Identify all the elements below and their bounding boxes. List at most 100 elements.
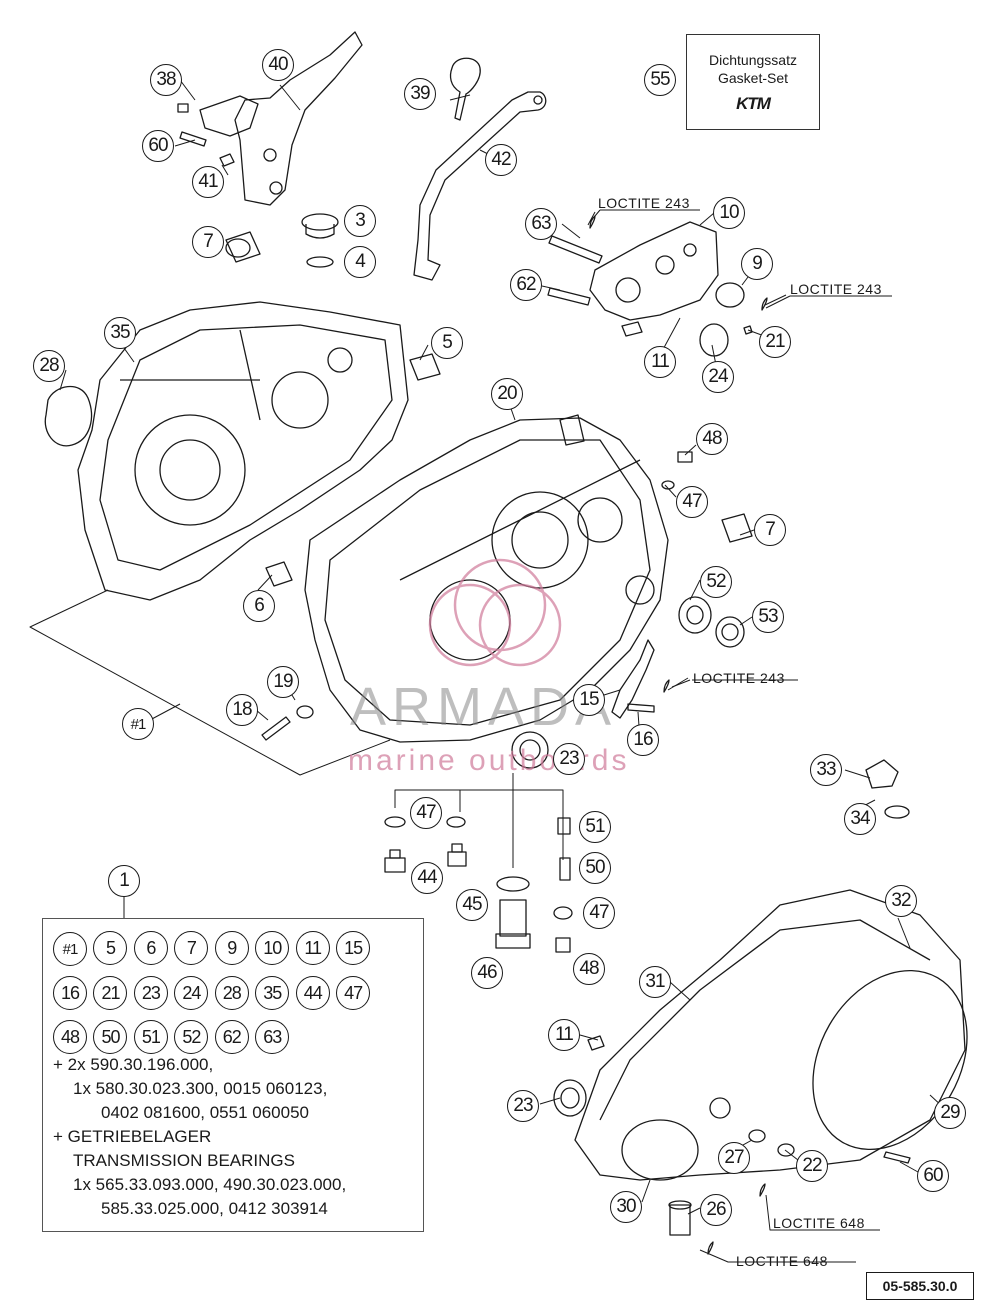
callout-34: 34 — [844, 803, 876, 835]
callout-42: 42 — [485, 144, 517, 176]
callout-29: 29 — [934, 1097, 966, 1129]
callout-26: 26 — [700, 1194, 732, 1226]
callout-6: 6 — [243, 590, 275, 622]
callout-55: 55 — [644, 64, 676, 96]
cable-tie-part — [449, 57, 481, 121]
callout-48-lower: 48 — [573, 953, 605, 985]
callout-44: 44 — [411, 862, 443, 894]
callout-23-lower: 23 — [507, 1090, 539, 1122]
callout-41: 41 — [192, 166, 224, 198]
callout-52: 52 — [700, 566, 732, 598]
callout-31: 31 — [639, 966, 671, 998]
callout-60-lower: 60 — [917, 1160, 949, 1192]
loctite-label: LOCTITE 243 — [693, 670, 785, 686]
kit-chip: 47 — [336, 976, 371, 1010]
callout-3: 3 — [344, 205, 376, 237]
callout-48-upper: 48 — [696, 423, 728, 455]
callout-11-lower: 11 — [548, 1019, 580, 1051]
callout-1: 1 — [108, 865, 140, 897]
callout-50: 50 — [579, 852, 611, 884]
callout-28: 28 — [33, 350, 65, 382]
watermark-subtitle: marine outboards — [348, 744, 630, 777]
callout-39: 39 — [404, 78, 436, 110]
chain-guide-part — [177, 31, 363, 206]
callout-38: 38 — [150, 64, 182, 96]
callout-47-left: 47 — [410, 797, 442, 829]
kit-chip: 24 — [174, 976, 209, 1010]
bushing-5-part — [409, 353, 441, 381]
kit-chip: 16 — [53, 976, 87, 1010]
callout-4: 4 — [344, 246, 376, 278]
kit-note: 0402 081600, 0551 060050 — [101, 1103, 309, 1122]
callout-22: 22 — [796, 1150, 828, 1182]
callout-63: 63 — [525, 208, 557, 240]
callout-10: 10 — [713, 197, 745, 229]
kit-chip: 15 — [336, 931, 371, 965]
guide-rail-part — [413, 91, 547, 281]
kit-chip: 50 — [93, 1020, 128, 1054]
clutch-cover-part — [553, 889, 968, 1181]
kit-notes: + 2x 590.30.196.000, 1x 580.30.023.300, … — [53, 1053, 346, 1221]
loctite-label: LOCTITE 243 — [790, 281, 882, 297]
callout-35: 35 — [104, 317, 136, 349]
kit-chip: 48 — [53, 1020, 87, 1054]
bearing-52-part — [678, 596, 745, 648]
bushing-6-part — [265, 561, 293, 587]
callout-32: 32 — [885, 885, 917, 917]
callout-7-right: 7 — [754, 514, 786, 546]
kit-chip: 11 — [295, 931, 330, 965]
kit-note: TRANSMISSION BEARINGS — [73, 1151, 295, 1170]
plug-26-part — [668, 1129, 795, 1236]
kit-note: 1x 565.33.093.000, 490.30.023.000, — [73, 1175, 347, 1194]
kit-chip: 5 — [93, 931, 128, 965]
callout-20: 20 — [491, 378, 523, 410]
callout-40: 40 — [262, 49, 294, 81]
kit-chip: #1 — [53, 932, 87, 966]
callout-7-upper: 7 — [192, 226, 224, 258]
small-plug-parts — [225, 213, 339, 268]
callout-60-upper: 60 — [142, 130, 174, 162]
callout-27: 27 — [718, 1142, 750, 1174]
callout-16: 16 — [627, 724, 659, 756]
callout-21: 21 — [759, 326, 791, 358]
kit-chip: 62 — [214, 1020, 249, 1054]
drain-plugs-part — [384, 816, 573, 953]
kit-chip: 9 — [214, 931, 249, 965]
loctite-label: LOCTITE 243 — [598, 195, 690, 211]
kit-chip: 44 — [295, 976, 330, 1010]
callout-47-upper: 47 — [676, 486, 708, 518]
plug-48-upper-part — [661, 451, 753, 543]
callout-45: 45 — [456, 889, 488, 921]
callout-51: 51 — [579, 811, 611, 843]
callout-46: 46 — [471, 957, 503, 989]
filler-cap-part — [865, 759, 910, 819]
kit-chip: 63 — [255, 1020, 290, 1054]
callout-11-upper: 11 — [644, 346, 676, 378]
gasket-set-box: Dichtungssatz Gasket-Set KTM — [686, 34, 820, 130]
callout-24: 24 — [702, 361, 734, 393]
oil-pump-housing-part — [547, 221, 753, 357]
callout-9: 9 — [741, 248, 773, 280]
kit-chip: 7 — [174, 931, 209, 965]
kit-note: 585.33.025.000, 0412 303914 — [101, 1199, 328, 1218]
ktm-logo: KTM — [736, 94, 771, 113]
callout-19: 19 — [267, 666, 299, 698]
callout-33: 33 — [810, 754, 842, 786]
seal-23-center-part — [511, 731, 549, 769]
kit-chip: 23 — [133, 976, 168, 1010]
kit-chip-grid: #1 5 6 7 9 10 11 15 16 21 23 24 28 35 44… — [53, 931, 393, 1064]
callout-15: 15 — [573, 684, 605, 716]
gasket-set-label-en: Gasket-Set — [717, 70, 789, 86]
screw-18-part — [261, 705, 314, 741]
diagram-reference-number: 05-585.30.0 — [866, 1272, 974, 1300]
kit-chip: 6 — [133, 931, 168, 965]
kit-chip: 10 — [255, 931, 290, 965]
crankcase-left-part — [77, 301, 409, 601]
gasket-ring-part — [44, 385, 93, 447]
kit-chip: 35 — [255, 976, 290, 1010]
gasket-set-label-de: Dichtungssatz — [709, 52, 797, 68]
lever-15-part — [611, 639, 655, 719]
callout-30: 30 — [610, 1191, 642, 1223]
kit-chip: 28 — [214, 976, 249, 1010]
